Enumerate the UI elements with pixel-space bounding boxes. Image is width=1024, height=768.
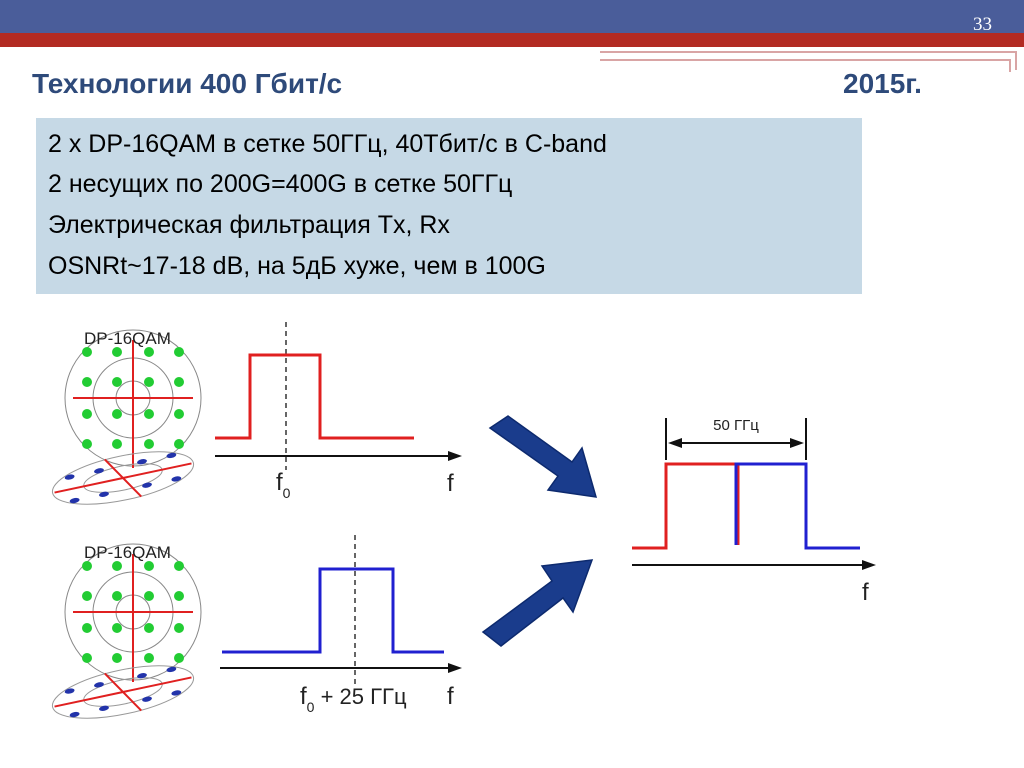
header-accent-bar (0, 33, 1024, 47)
axis-arrow-bottom (448, 663, 462, 673)
combined-carrier-blue (734, 462, 860, 550)
constellation-point (112, 377, 122, 387)
constellation-point (174, 561, 184, 571)
constellation-point (174, 591, 184, 601)
constellation-point-y (64, 474, 75, 480)
axis-arrow-top (448, 451, 462, 461)
constellation-point (112, 623, 122, 633)
constellation-point (144, 439, 154, 449)
constellation-top: DP-16QAM (51, 329, 202, 505)
spectrum-diagram: DP-16QAM DP-16QAM f0 f f0 + 25 ГГц f 50 … (51, 322, 876, 719)
header-bar (0, 0, 1024, 33)
constellation-point (82, 561, 92, 571)
constellation-point-y (166, 666, 177, 673)
slide-year: 2015г. (843, 68, 922, 99)
constellation-point-y (137, 459, 147, 465)
constellation-point (82, 347, 92, 357)
constellation-point (174, 347, 184, 357)
constellation-point (144, 591, 154, 601)
constellation-point (112, 653, 122, 663)
bullet-3: Электрическая фильтрация Tx, Rx (48, 211, 450, 239)
carrier-blue (222, 567, 444, 654)
info-box: 2 x DP-16QAM в сетке 50ГГц, 40Тбит/с в C… (36, 118, 862, 294)
constellation-point (112, 591, 122, 601)
constellation-point (82, 653, 92, 663)
constellation-point (82, 377, 92, 387)
constellation-point (174, 409, 184, 419)
constellation-point (174, 439, 184, 449)
constellation-point-y (171, 690, 182, 696)
constellation-point (82, 439, 92, 449)
constellation-point (112, 409, 122, 419)
spacing-arrow-right (790, 438, 804, 448)
constellation-point-y (166, 452, 177, 459)
constellation-point-y (94, 682, 104, 688)
constellation-point (112, 439, 122, 449)
f0-label-top: f0 (276, 469, 291, 501)
axis-label-combined: f (862, 579, 869, 606)
bullet-1: 2 x DP-16QAM в сетке 50ГГц, 40Тбит/с в C… (48, 130, 607, 158)
constellation-point-y (99, 705, 109, 711)
constellation-bottom: DP-16QAM (51, 543, 202, 719)
f0-label-bottom: f0 + 25 ГГц (300, 683, 407, 715)
constellation-point-y (137, 673, 147, 679)
bullet-2: 2 несущих по 200G=400G в сетке 50ГГц (48, 170, 513, 198)
axis-label-top: f (447, 470, 454, 497)
constellation-point (82, 409, 92, 419)
constellation-point (174, 623, 184, 633)
spacing-label: 50 ГГц (713, 417, 759, 434)
spectrum-bottom: f0 + 25 ГГц f (220, 535, 462, 715)
constellation-point (144, 347, 154, 357)
header-decoration (600, 51, 1017, 72)
constellation-point (112, 347, 122, 357)
carrier-red (215, 353, 414, 440)
axis-label-bottom: f (447, 683, 454, 710)
arrow-up-right (481, 559, 594, 647)
constellation-point (144, 409, 154, 419)
constellation-point-y (64, 688, 75, 694)
spacing-arrow-left (668, 438, 682, 448)
constellation-point-y (69, 497, 80, 504)
constellation-point-y (171, 476, 182, 482)
slide-number: 33 (973, 14, 992, 35)
constellation-point (174, 653, 184, 663)
constellation-point-y (99, 491, 109, 497)
constellation-point-y (142, 696, 152, 702)
constellation-point-y (142, 482, 152, 488)
arrow-down-right (488, 415, 598, 498)
constellation-point (144, 561, 154, 571)
combined-carrier-red (632, 462, 740, 550)
constellation-point (112, 561, 122, 571)
constellation-point (82, 591, 92, 601)
constellation-label-bottom: DP-16QAM (84, 543, 171, 562)
constellation-point (174, 377, 184, 387)
spectrum-combined: 50 ГГц f (632, 417, 876, 606)
axis-arrow-combined (862, 560, 876, 570)
constellation-point (144, 653, 154, 663)
constellation-point (144, 377, 154, 387)
slide-title: Технологии 400 Гбит/с (32, 68, 343, 99)
constellation-point (82, 623, 92, 633)
spectrum-top: f0 f (215, 322, 462, 501)
constellation-label-top: DP-16QAM (84, 329, 171, 348)
bullet-4: OSNRt~17-18 dB, на 5дБ хуже, чем в 100G (48, 252, 546, 280)
constellation-point-y (94, 468, 104, 474)
constellation-point (144, 623, 154, 633)
constellation-point-y (69, 711, 80, 718)
